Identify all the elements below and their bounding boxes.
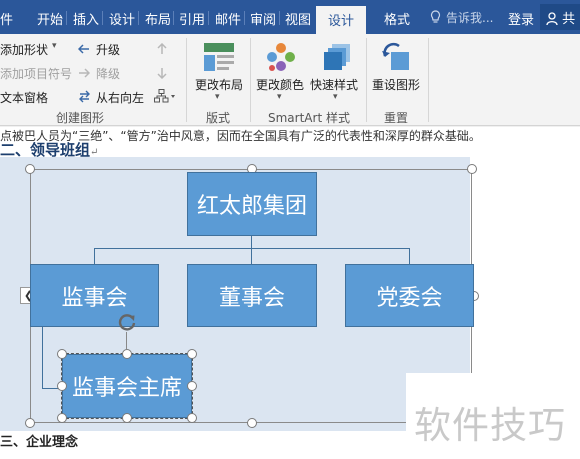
quick-styles-button[interactable]: 快速样式 ▾ (309, 40, 365, 106)
dropdown-arrow-icon: ▾ (333, 92, 338, 102)
tab-divider (208, 11, 209, 25)
connector-line (42, 388, 63, 389)
connector-line (251, 248, 252, 264)
tab-format[interactable]: 格式 (384, 13, 411, 28)
org-node-child[interactable]: 党委会 (345, 264, 474, 327)
reset-graphic-label: 重设图形 (372, 78, 421, 92)
reset-group-label: 重置 (384, 111, 409, 125)
resize-handle[interactable] (122, 349, 132, 359)
reset-graphic-button[interactable]: 重设图形 (370, 40, 424, 106)
reset-graphic-icon (382, 42, 409, 70)
ribbon-panel: 添加形状 ▾ 添加项目符号 文本窗格 升级 降级 从右向左 创建图形 更改布局 … (0, 34, 580, 126)
group-divider (366, 38, 367, 122)
connector-line (409, 248, 410, 264)
demote-label: 降级 (96, 67, 121, 81)
paragraph-mark-icon: ↵ (90, 147, 99, 158)
section-heading-text: 二、领导班组 (0, 141, 91, 159)
watermark-text: 软件技巧 (414, 404, 566, 447)
org-node-assistant[interactable]: 监事会主席 (61, 353, 193, 419)
group-divider (186, 38, 187, 122)
swap-arrows-icon (79, 90, 90, 103)
promote-label: 升级 (96, 43, 121, 57)
tab-divider (244, 11, 245, 25)
tab-divider (173, 11, 174, 25)
resize-handle[interactable] (57, 349, 67, 359)
tab-mailings[interactable]: 邮件 (215, 13, 242, 28)
connector-line (251, 236, 252, 248)
dropdown-arrow-icon: ▾ (215, 92, 220, 102)
resize-handle[interactable] (57, 413, 67, 423)
document-canvas: 点被巴人员为“三绝”、“管方”治中风意，因而在全国具有广泛的代表性和深厚的群众基… (0, 127, 580, 459)
lightbulb-icon (430, 10, 441, 23)
resize-handle[interactable] (57, 381, 67, 391)
create-graphic-group-label: 创建图形 (56, 111, 105, 125)
color-palette-icon (267, 43, 295, 71)
resize-handle[interactable] (467, 164, 477, 174)
resize-handle[interactable] (247, 418, 257, 428)
add-shape-label: 添加形状 (0, 43, 49, 57)
org-node-child[interactable]: 监事会 (30, 264, 159, 327)
tab-divider (66, 11, 67, 25)
ribbon-tab-bar: 件 开始 插入 设计 布局 引用 邮件 审阅 视图 设计 格式 告诉我... 登… (0, 0, 580, 34)
person-icon (546, 12, 558, 26)
arrow-left-icon (78, 44, 89, 54)
move-down-icon[interactable] (156, 67, 168, 79)
tab-layout[interactable]: 布局 (145, 13, 172, 28)
share-label: 共 (562, 12, 576, 27)
tell-me-placeholder: 告诉我... (446, 11, 494, 25)
change-layout-label: 更改布局 (195, 78, 244, 92)
org-node-child[interactable]: 董事会 (187, 264, 317, 327)
tab-smartart-design[interactable]: 设计 (316, 6, 367, 34)
tab-design[interactable]: 设计 (109, 13, 136, 28)
section-heading: 二、领导班组↵ (0, 139, 98, 160)
layout-gallery-icon (204, 43, 234, 71)
tab-review[interactable]: 审阅 (250, 13, 277, 28)
resize-handle[interactable] (25, 164, 35, 174)
login-link[interactable]: 登录 (508, 13, 535, 28)
tell-me-box[interactable]: 告诉我... (430, 9, 493, 26)
tab-divider (279, 11, 280, 25)
tab-divider (102, 11, 103, 25)
add-bullet-button[interactable]: 添加项目符号 (0, 67, 73, 81)
text-pane-button[interactable]: 文本窗格 (0, 91, 49, 105)
section-heading-partial: 三、企业理念 (0, 435, 79, 450)
change-layout-button[interactable]: 更改布局 ▾ (190, 40, 248, 106)
change-colors-label: 更改颜色 (256, 78, 305, 92)
rotate-handle-icon[interactable] (117, 312, 137, 332)
right-to-left-label: 从右向左 (96, 91, 145, 105)
rotate-handle-stem (126, 332, 127, 349)
body-text-line: 点被巴人员为“三绝”、“管方”治中风意，因而在全国具有广泛的代表性和深厚的群众基… (0, 129, 481, 143)
arrow-right-icon (79, 68, 90, 78)
layouts-group-label: 版式 (206, 111, 231, 125)
tab-insert[interactable]: 插入 (73, 13, 100, 28)
group-divider (250, 38, 251, 122)
tab-file[interactable]: 件 (0, 13, 14, 28)
watermark-overlay: 软件技巧 (406, 373, 580, 459)
connector-line (94, 248, 95, 264)
resize-handle[interactable] (122, 413, 132, 423)
dropdown-arrow-icon: ▾ (52, 41, 57, 51)
quick-styles-icon (324, 44, 350, 70)
tab-home[interactable]: 开始 (37, 13, 64, 28)
connector-line (42, 327, 43, 389)
dropdown-arrow-icon: ▾ (277, 92, 282, 102)
group-divider (428, 38, 429, 122)
org-node-top[interactable]: 红太郎集团 (187, 172, 317, 236)
tab-divider (138, 11, 139, 25)
org-layout-icon[interactable] (154, 89, 176, 103)
smartart-styles-group-label: SmartArt 样式 (268, 111, 350, 125)
resize-handle[interactable] (187, 349, 197, 359)
tab-view[interactable]: 视图 (285, 13, 312, 28)
chevron-left-icon: ❮ (23, 289, 34, 302)
tab-references[interactable]: 引用 (179, 13, 206, 28)
change-colors-button[interactable]: 更改颜色 ▾ (254, 40, 308, 106)
share-button[interactable]: 共 (540, 4, 580, 30)
resize-handle[interactable] (25, 418, 35, 428)
resize-handle[interactable] (187, 381, 197, 391)
resize-handle[interactable] (187, 413, 197, 423)
quick-styles-label: 快速样式 (310, 78, 359, 92)
move-up-icon[interactable] (156, 43, 168, 55)
